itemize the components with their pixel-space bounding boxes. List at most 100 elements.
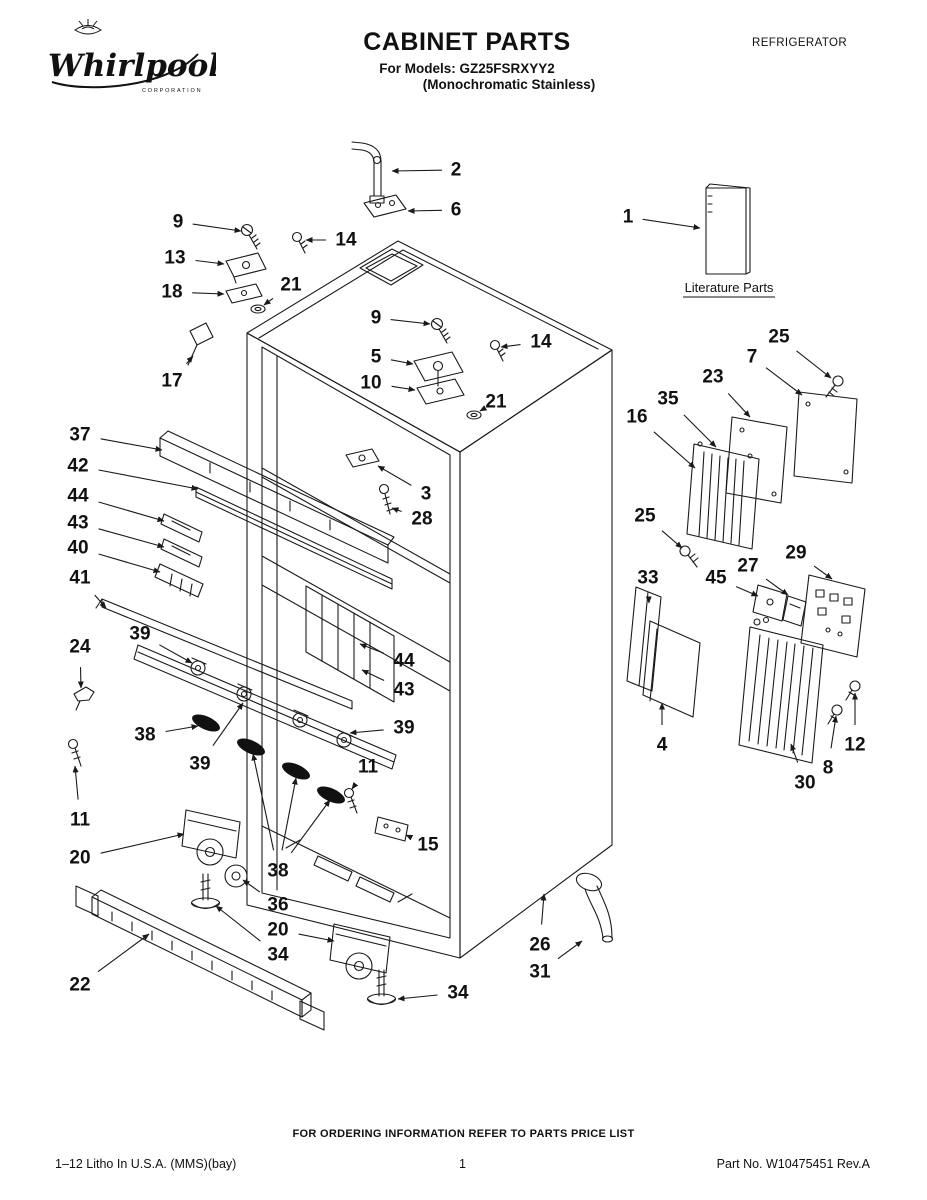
leader-line <box>390 319 431 327</box>
leader-line <box>377 465 412 486</box>
screw-part <box>489 339 506 362</box>
callout-number-14: 14 <box>530 332 552 353</box>
callout-number-36: 36 <box>267 895 288 916</box>
literature-parts-label: Literature Parts <box>685 280 774 295</box>
leader-line <box>251 753 275 851</box>
callout-number-41: 41 <box>69 568 91 589</box>
front-rail-part <box>133 644 397 770</box>
screw-part <box>291 231 308 254</box>
leader-line <box>349 729 384 736</box>
leader-line <box>351 781 359 790</box>
screw-part <box>430 317 451 344</box>
callout-number-26: 26 <box>529 935 550 956</box>
leader-line <box>263 297 274 306</box>
footer-part-number: Part No. W10475451 Rev.A <box>716 1157 870 1171</box>
callout-number-27: 27 <box>737 556 758 577</box>
callout-number-35: 35 <box>657 389 679 410</box>
roller-part <box>292 709 309 728</box>
clip-part <box>345 448 380 468</box>
screw-part <box>679 545 699 568</box>
leader-line <box>735 586 759 597</box>
drain-funnel-part <box>575 872 614 943</box>
leveling-foot-part <box>190 873 221 910</box>
footer-litho: 1–12 Litho In U.S.A. (MMS)(bay) <box>55 1157 237 1171</box>
leader-line <box>765 578 789 596</box>
leader-line <box>391 385 416 392</box>
callout-number-39: 39 <box>129 624 150 645</box>
callout-number-31: 31 <box>529 962 551 983</box>
callout-number-7: 7 <box>747 347 758 368</box>
trim-strip-part <box>195 486 393 590</box>
leader-line <box>540 893 547 925</box>
end-cap-part <box>160 513 203 543</box>
callout-number-29: 29 <box>785 543 806 564</box>
callout-number-40: 40 <box>67 538 88 559</box>
callout-number-21: 21 <box>485 392 507 413</box>
end-cap-part <box>160 538 203 568</box>
finish-line: (Monochromatic Stainless) <box>422 77 596 92</box>
hinge-shim-part <box>225 283 263 304</box>
leader-line <box>830 715 838 749</box>
callout-number-38: 38 <box>267 861 288 882</box>
title-block: CABINET PARTS For Models: GZ25FSRXYY2 (M… <box>297 28 637 92</box>
callout-number-1: 1 <box>623 207 634 228</box>
corner-bracket-part <box>187 322 214 366</box>
clip-part <box>73 686 95 711</box>
callout-number-21: 21 <box>280 275 302 296</box>
base-grille-part <box>75 885 325 1031</box>
control-board-part <box>800 574 866 658</box>
leader-line <box>192 290 225 297</box>
grommet-part <box>466 410 482 420</box>
roller-assembly-part <box>329 923 391 980</box>
callout-number-34: 34 <box>267 945 289 966</box>
callout-number-9: 9 <box>173 212 184 233</box>
vent-bracket-part <box>154 563 204 598</box>
plug-ovals <box>192 714 345 804</box>
callout-number-45: 45 <box>705 568 727 589</box>
callout-number-39: 39 <box>189 754 210 775</box>
callout-number-13: 13 <box>164 248 185 269</box>
callout-number-11: 11 <box>70 810 91 831</box>
support-rail-part <box>95 598 353 710</box>
callout-number-8: 8 <box>823 758 834 779</box>
leader-line <box>407 207 442 214</box>
page-title: CABINET PARTS <box>363 28 571 56</box>
leader-line <box>683 414 717 448</box>
callout-number-38: 38 <box>134 725 155 746</box>
roller-part <box>190 657 207 676</box>
leader-line <box>98 553 161 574</box>
logo-swoosh <box>51 53 199 89</box>
roller-wheel-part <box>224 864 248 888</box>
callout-number-44: 44 <box>393 651 415 672</box>
callout-number-11: 11 <box>358 757 379 778</box>
callout-number-43: 43 <box>393 680 414 701</box>
callout-number-28: 28 <box>411 509 432 530</box>
doc-type-label: REFRIGERATOR <box>752 37 848 49</box>
whirlpool-emblem-icon <box>74 19 102 35</box>
callout-number-20: 20 <box>69 848 90 869</box>
bracket-part <box>752 584 788 622</box>
leader-line <box>298 933 335 943</box>
screw-part <box>378 483 394 515</box>
models-line: For Models: GZ25FSRXYY2 <box>379 61 555 76</box>
callout-number-20: 20 <box>267 920 288 941</box>
leader-line <box>642 218 701 230</box>
callout-number-16: 16 <box>626 407 647 428</box>
callout-number-5: 5 <box>371 347 382 368</box>
callout-number-22: 22 <box>69 975 90 996</box>
brand-wordmark: Whirlpool <box>48 48 216 84</box>
leader-line <box>397 994 438 1002</box>
leader-line <box>98 469 199 491</box>
brand-logo: Whirlpool CORPORATION <box>46 16 220 100</box>
leader-line <box>100 438 163 452</box>
callout-number-42: 42 <box>67 456 88 477</box>
leader-line <box>661 530 683 549</box>
leader-line <box>796 350 832 379</box>
callout-number-17: 17 <box>161 371 182 392</box>
divider-panel-part <box>642 620 701 718</box>
leader-line <box>185 355 194 365</box>
leader-line <box>97 933 150 973</box>
